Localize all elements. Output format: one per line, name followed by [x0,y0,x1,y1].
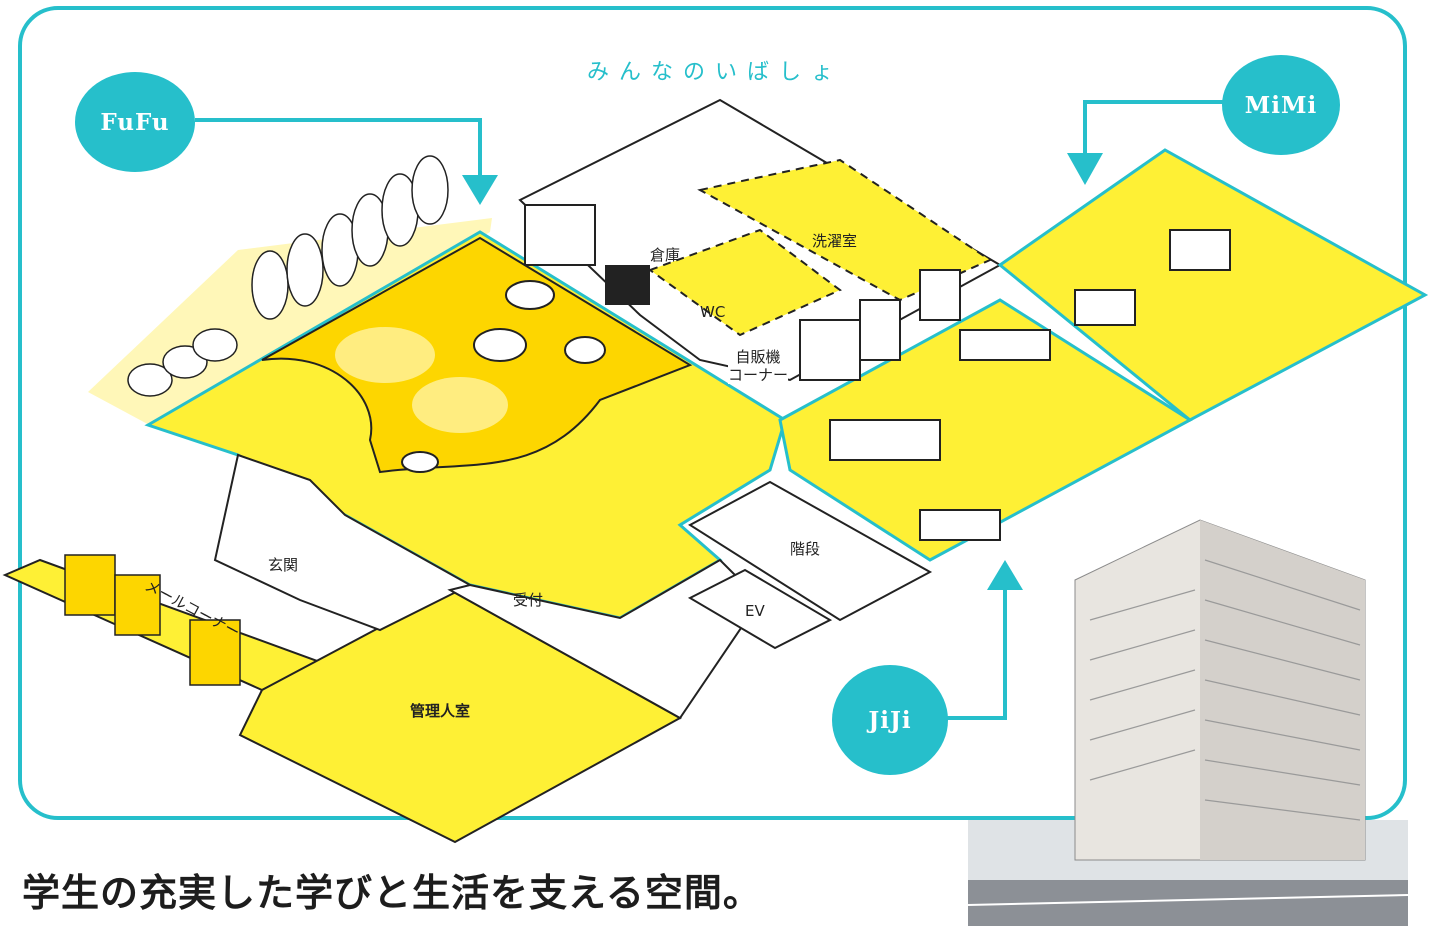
stairs-floor [688,480,933,622]
kitchen-floor [778,298,1193,562]
study-floor [997,148,1429,422]
room-label-manager: 管理人室 [410,702,471,720]
room-label-vending: 自販機 コーナー [728,348,789,384]
ev-floor [687,568,833,650]
jiji-arrow [987,560,1023,590]
room-label-entrance: 玄関 [268,556,299,574]
page-subtitle: みんなのいばしょ [586,60,843,85]
rug-circle-1 [335,327,435,383]
fufu-arrow [462,175,498,205]
jiji-line [945,585,1007,720]
mailboxes [64,554,241,686]
room-label-laundry: 洗濯室 [812,232,858,250]
trees [127,155,449,397]
corridor [213,453,473,632]
fufu-badge: FuFu [75,72,195,172]
wc-floor [647,228,842,337]
room-label-stairs: 階段 [790,540,821,558]
slogan: 学生の充実した学びと生活を支える空間。 [22,870,762,915]
fufu-line [195,118,482,180]
jiji-badge: JiJi [832,665,948,775]
room-label-storage: 倉庫 [650,246,681,264]
room-label-wc: WC [700,303,726,321]
lounge-rug [261,236,693,474]
furniture [401,204,1231,541]
outer-frame [18,6,1407,820]
rug-circle-2 [412,377,508,433]
tv-screen [605,265,650,305]
mimi-arrow [1067,153,1103,185]
laundry-floor [697,158,993,302]
room-label-reception: 受付 [513,591,544,609]
mimi-line [1083,100,1230,158]
mimi-badge: MiMi [1222,55,1340,155]
room-label-ev: EV [745,602,765,620]
building-photo [967,519,1409,926]
